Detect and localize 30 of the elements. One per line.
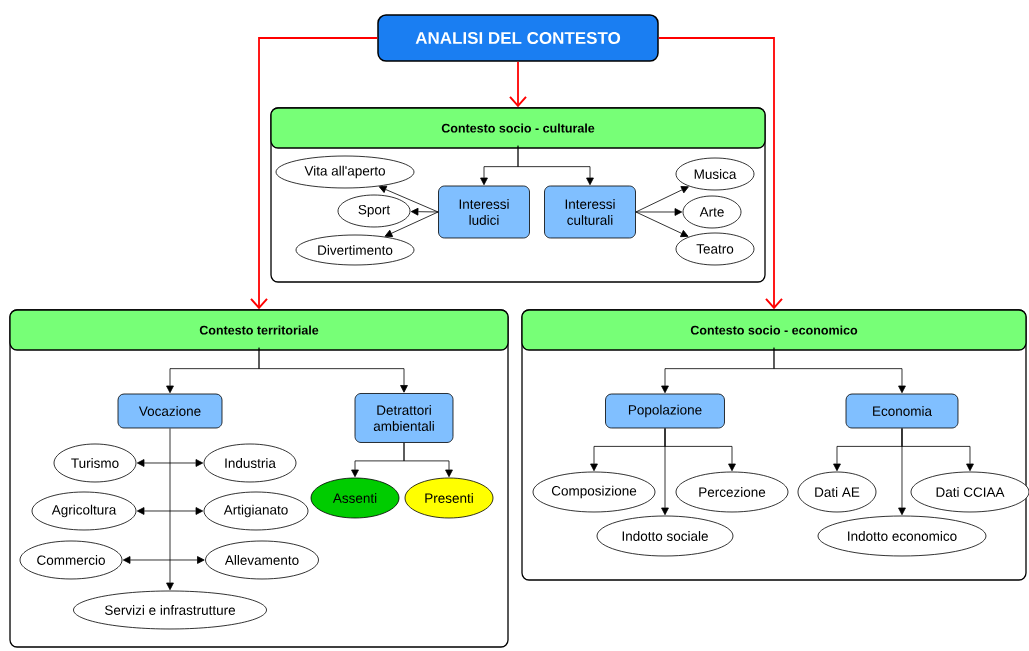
topic-box: Economia bbox=[845, 393, 959, 429]
arrow bbox=[509, 60, 527, 108]
arrow bbox=[378, 185, 439, 213]
panel-header: Contesto territoriale bbox=[9, 309, 509, 351]
topic-box: Vocazione bbox=[117, 393, 223, 429]
arrow bbox=[635, 211, 689, 238]
arrow bbox=[517, 145, 594, 186]
topic-box: Popolazione bbox=[605, 393, 725, 429]
arrow bbox=[403, 442, 453, 478]
arrow bbox=[258, 347, 408, 393]
topic-box: Interessi culturali bbox=[544, 185, 636, 239]
panel-header: Contesto socio - economico bbox=[521, 309, 1027, 351]
arrow bbox=[661, 428, 669, 516]
arrow bbox=[122, 556, 205, 564]
arrow bbox=[898, 428, 906, 516]
arrow bbox=[410, 207, 439, 216]
node-label: Dati CCIAA bbox=[936, 487, 1005, 497]
panel-header: Contesto socio - culturale bbox=[270, 107, 766, 149]
arrow bbox=[166, 428, 174, 591]
topic-box: Interessi ludici bbox=[438, 185, 530, 239]
arrow bbox=[250, 37, 379, 310]
arrow bbox=[635, 186, 689, 213]
arrow bbox=[384, 211, 439, 237]
arrow bbox=[136, 459, 204, 467]
arrow bbox=[773, 347, 906, 394]
arrow bbox=[657, 37, 783, 310]
topic-box: Detrattori ambientali bbox=[354, 393, 454, 443]
title-box: ANALISI DEL CONTESTO bbox=[377, 14, 659, 62]
arrow bbox=[635, 208, 683, 216]
arrow bbox=[136, 507, 204, 515]
